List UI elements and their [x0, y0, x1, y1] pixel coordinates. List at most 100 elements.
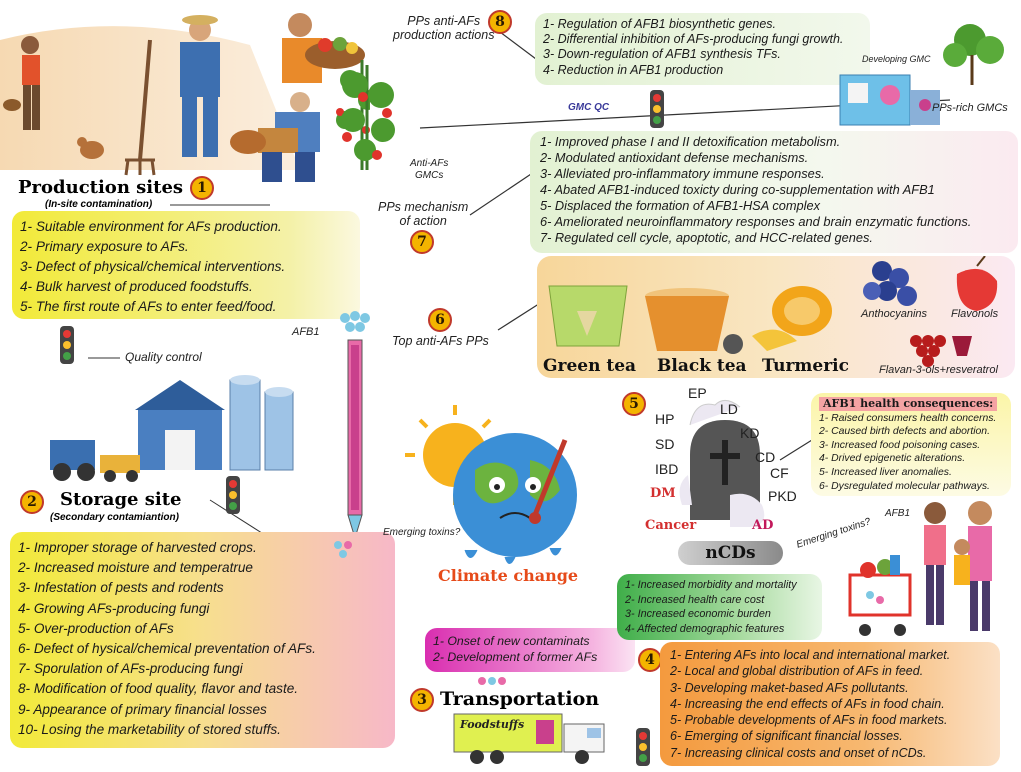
food-turmeric: Turmeric: [762, 356, 849, 376]
ncds-items-box: 1- Increased morbidity and mortality 2- …: [617, 574, 822, 640]
health-item: 5- Increased liver anomalies.: [819, 466, 952, 478]
transportation-badge: 3: [410, 688, 434, 712]
food-green-tea: Green tea: [543, 356, 637, 376]
truck-foodstuffs-text: Foodstuffs: [460, 718, 525, 731]
market-badge: 4: [638, 648, 662, 672]
production-subtitle: (In-site contamination): [45, 199, 153, 210]
developing-gmc-label: Developing GMC: [862, 54, 931, 64]
disease-cd: CD: [755, 449, 776, 465]
disease-ld: LD: [720, 401, 738, 417]
disease-pkd: PKD: [768, 488, 797, 504]
storage-item: 7- Sporulation of AFs-producing fungi: [18, 661, 243, 677]
production-badge: 1: [190, 176, 214, 200]
production-item: 3- Defect of physical/chemical intervent…: [20, 259, 286, 274]
fruit-flavan-resveratrol: Flavan-3-ols+resveratrol: [879, 364, 998, 376]
mechanism-item: 6- Ameliorated neuroinflammatory respons…: [540, 214, 972, 229]
mechanism-label: PPs mechanism of action: [378, 200, 469, 228]
gmc-qc-label: GMC QC: [568, 102, 610, 113]
transportation-item: 1- Onset of new contaminats: [433, 634, 590, 648]
ncds-item: 3- Increased economic burden: [625, 608, 771, 620]
shopping-family-illustration: [840, 495, 1015, 640]
production-item: 1- Suitable environment for AFs producti…: [20, 219, 282, 234]
traffic-light-icon: [650, 90, 664, 128]
pps-rich-gmcs-label: PPs-rich GMCs: [932, 102, 1008, 114]
anti-afs-gmc-plant: [325, 55, 410, 175]
transportation-title: Transportation: [440, 688, 600, 710]
health-consequences-title: AFB1 health consequences:: [819, 397, 998, 411]
top-pps-label: Top anti-AFs PPs: [392, 334, 489, 348]
disease-hp: HP: [655, 411, 675, 427]
ncds-item: 1- Increased morbidity and mortality: [625, 579, 797, 591]
fruit-flavonols: Flavonols: [951, 308, 999, 320]
mechanism-items-box: 1- Improved phase I and II detoxificatio…: [530, 131, 1018, 253]
disease-kd: KD: [740, 425, 760, 441]
top-pps-badge: 6: [428, 308, 452, 332]
health-item: 3- Increased food poisoning cases.: [819, 439, 981, 451]
ncds-title: nCDs: [705, 543, 756, 563]
mechanism-item: 7- Regulated cell cycle, apoptotic, and …: [540, 230, 873, 245]
mechanism-badge: 7: [410, 230, 434, 254]
storage-barn-illustration: [50, 370, 320, 490]
traffic-light-icon: [226, 476, 240, 514]
mechanism-item: 5- Displaced the formation of AFB1-HSA c…: [540, 198, 820, 213]
fruit-anthocyanins: Anthocyanins: [861, 308, 928, 320]
storage-item: 8- Modification of food quality, flavor …: [18, 681, 299, 697]
afb1-label: AFB1: [292, 326, 320, 338]
storage-item: 3- Infestation of pests and rodents: [18, 580, 224, 596]
mechanism-item: 4- Abated AFB1-induced toxicty during co…: [540, 182, 935, 197]
storage-item: 5- Over-production of AFs: [18, 620, 174, 636]
foodstuffs-truck-illustration: [452, 712, 617, 767]
health-item: 2- Caused birth defects and abortion.: [819, 426, 990, 438]
toxin-dots-icon: [333, 540, 363, 560]
mechanism-item: 3- Alleviated pro-inflammatory immune re…: [540, 166, 825, 181]
farm-illustration: [0, 0, 378, 185]
production-title: Production sites: [18, 177, 184, 198]
storage-title: Storage site: [60, 489, 182, 510]
market-item: 2- Local and global distribution of AFs …: [670, 664, 924, 679]
food-black-tea: Black tea: [657, 356, 747, 376]
ncds-title-pill: nCDs: [678, 541, 783, 565]
mechanism-item: 1- Improved phase I and II detoxificatio…: [540, 134, 841, 149]
disease-ad: AD: [752, 518, 774, 533]
ncds-item: 2- Increased health care cost: [625, 593, 765, 606]
production-items-box: 1- Suitable environment for AFs producti…: [12, 211, 360, 319]
climate-globe-illustration: [405, 400, 605, 570]
market-item: 5- Probable developments of AFs in food …: [670, 713, 948, 728]
mechanism-item: 2- Modulated antioxidant defense mechani…: [540, 150, 809, 165]
disease-ep: EP: [688, 385, 707, 401]
ncds-badge: 5: [622, 392, 646, 416]
top-pps-panel: Green tea Black tea Turmeric Anthocyanin…: [537, 255, 1015, 378]
production-actions-label: PPs anti-AFs production actions: [393, 14, 495, 42]
storage-subtitle: (Secondary contamiantion): [50, 512, 179, 523]
storage-item: 2- Increased moisture and temperatrue: [18, 560, 253, 576]
storage-item: 10- Losing the marketability of stored s…: [18, 721, 281, 737]
market-item: 7- Increasing clinical costs and onset o…: [670, 745, 927, 760]
production-action-item: 4- Reduction in AFB1 production: [543, 62, 724, 77]
ncds-item: 4- Affected demographic features: [625, 622, 785, 635]
storage-emerging-toxins-label: Emerging toxins?: [383, 527, 461, 538]
tombstone-illustration: [670, 395, 780, 535]
production-action-item: 3- Down-regulation of AFB1 synthesis TFs…: [543, 47, 781, 62]
transport-dots-icon: [477, 675, 507, 693]
health-item: 4- Drived epigenetic alterations.: [819, 453, 966, 465]
climate-change-label: Climate change: [438, 566, 579, 585]
storage-items-box: 1- Improper storage of harvested crops. …: [10, 532, 395, 748]
market-afb1-label: AFB1: [885, 508, 911, 519]
disease-sd: SD: [655, 436, 675, 452]
traffic-light-icon: [60, 326, 74, 364]
health-item: 1- Raised consumers health concerns.: [819, 412, 997, 424]
market-item: 6- Emerging of significant financial los…: [670, 729, 903, 744]
quality-control-label: Quality control: [125, 350, 202, 364]
market-item: 1- Entering AFs into local and internati…: [670, 648, 951, 662]
production-actions-items-box: 1- Regulation of AFB1 biosynthetic genes…: [535, 13, 870, 85]
market-items-box: 1- Entering AFs into local and internati…: [660, 642, 1000, 766]
production-item: 4- Bulk harvest of produced foodstuffs.: [20, 279, 253, 294]
health-consequences-box: AFB1 health consequences: 1- Raised cons…: [811, 393, 1011, 496]
disease-dm: DM: [650, 486, 676, 501]
disease-cancer: Cancer: [645, 518, 697, 533]
production-action-item: 2- Differential inhibition of AFs-produc…: [543, 32, 844, 47]
storage-item: 1- Improper storage of harvested crops.: [18, 540, 257, 555]
production-actions-badge: 8: [488, 10, 512, 34]
storage-item: 4- Growing AFs-producing fungi: [18, 600, 210, 616]
storage-badge: 2: [20, 490, 44, 514]
